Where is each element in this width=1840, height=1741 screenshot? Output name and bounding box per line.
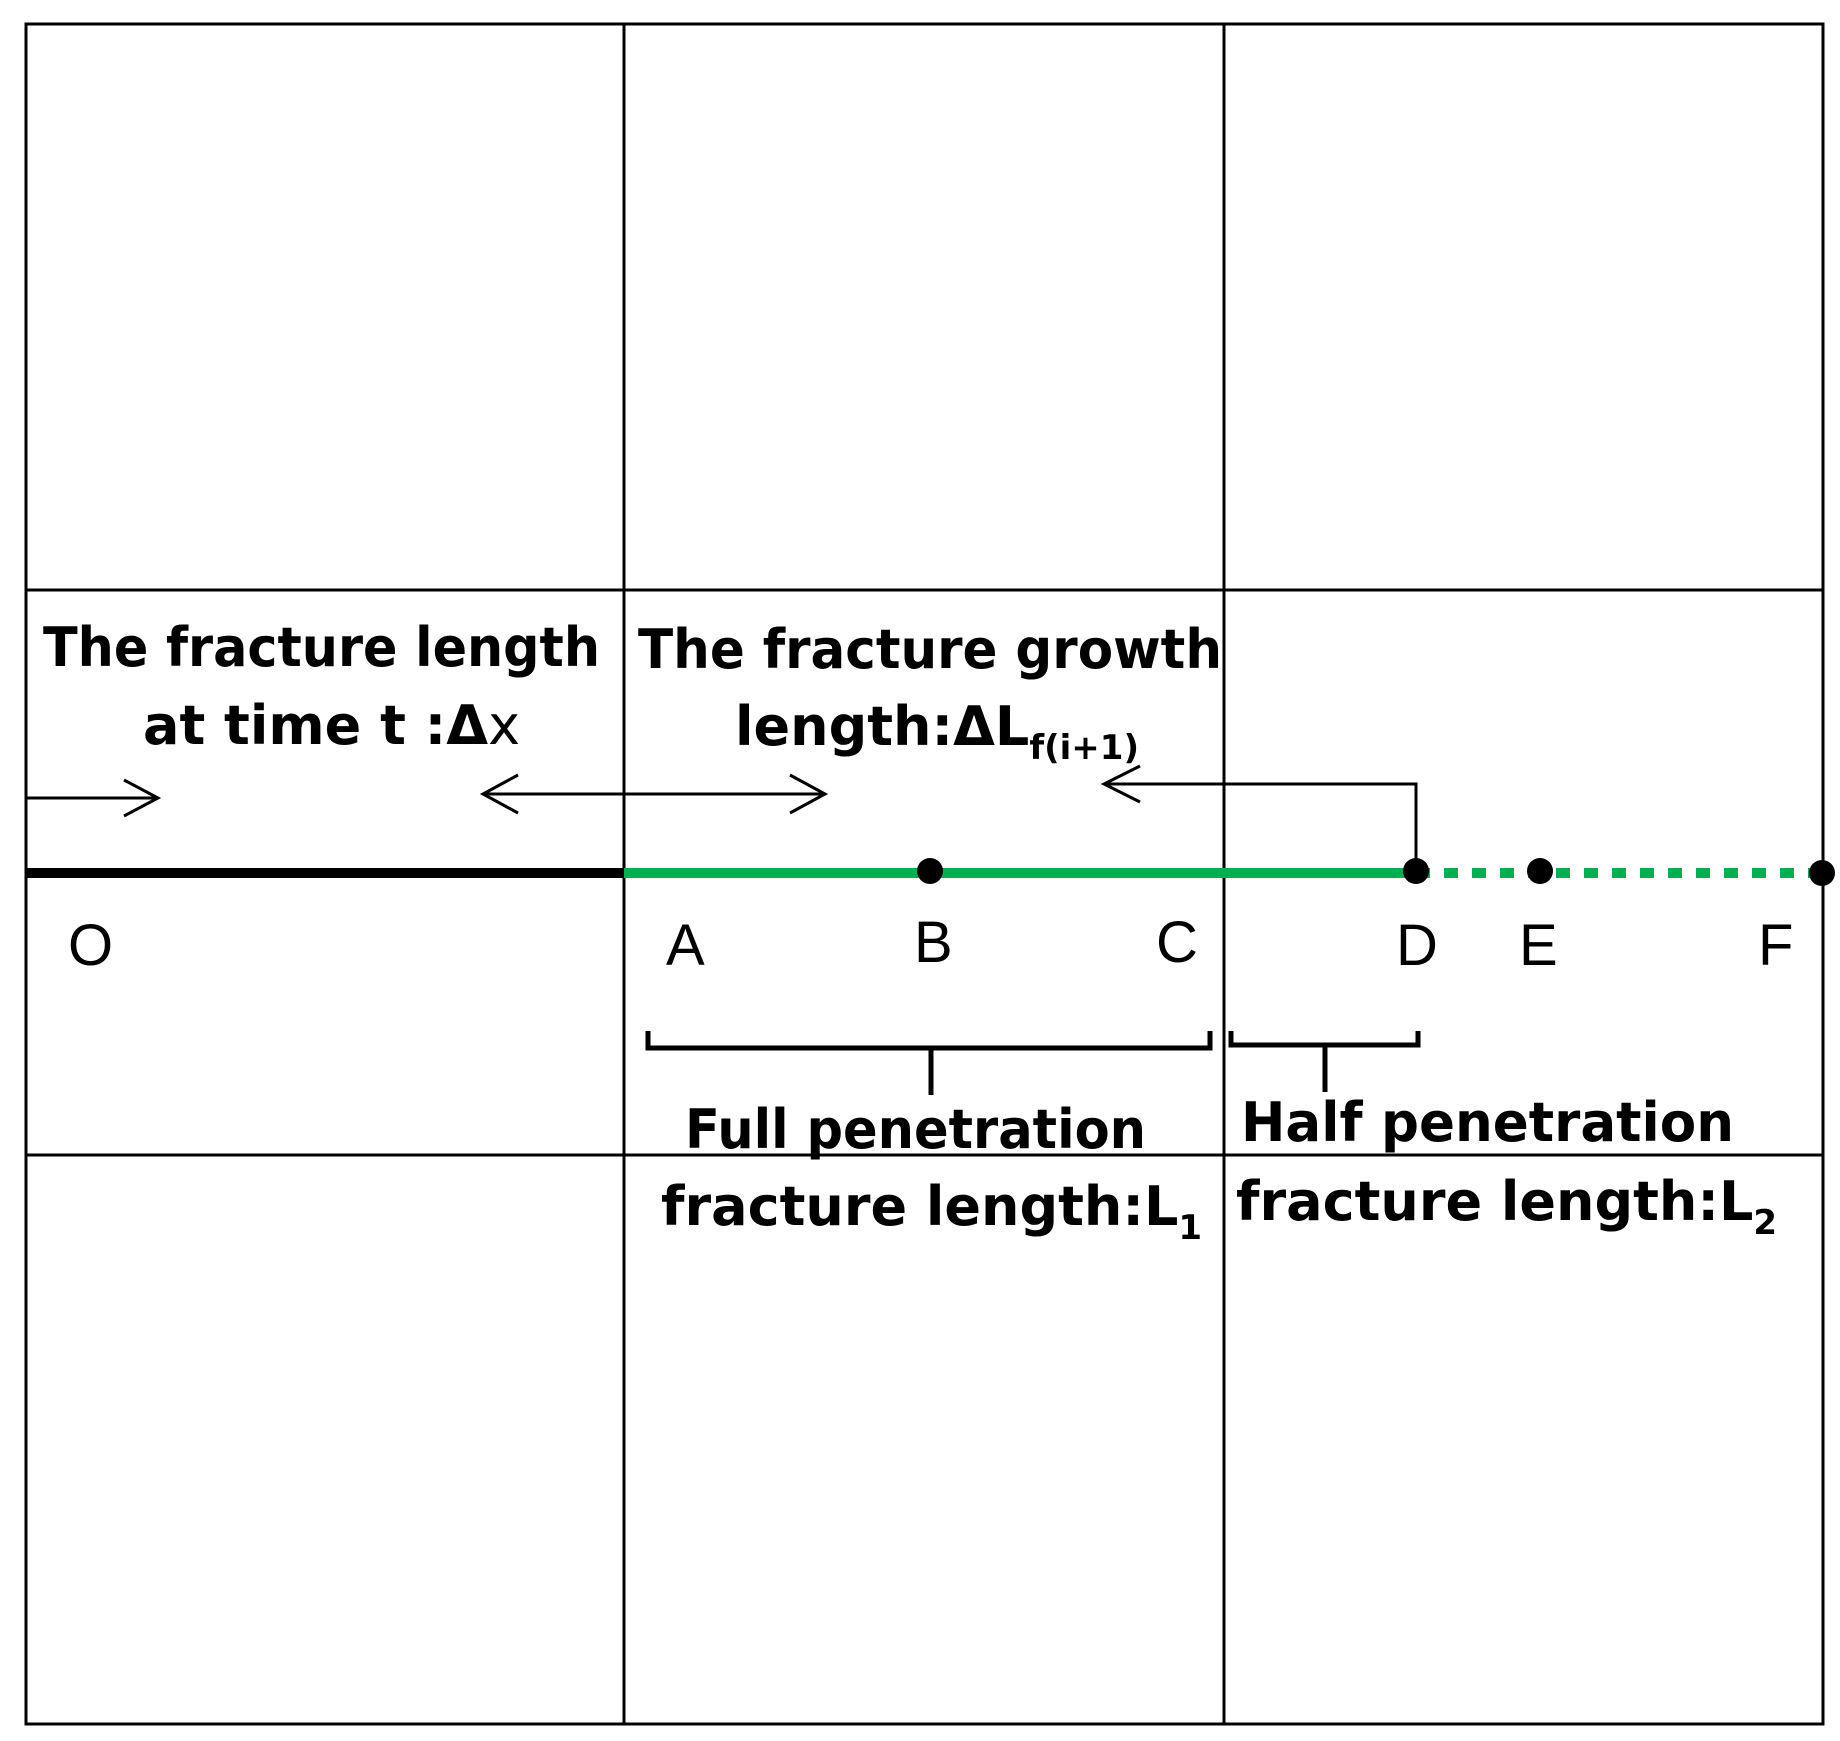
half-penetration-variable: L bbox=[1719, 1170, 1753, 1233]
growth-delta-symbol: Δ bbox=[953, 695, 995, 758]
point-d-marker bbox=[1403, 858, 1429, 884]
point-label-f: F bbox=[1758, 913, 1793, 978]
fracture-length-variable: x bbox=[488, 694, 520, 757]
point-label-e: E bbox=[1519, 913, 1558, 978]
half-penetration-subscript: 2 bbox=[1753, 1203, 1777, 1243]
arrow-right-1-head bbox=[123, 778, 162, 818]
full-penetration-brace bbox=[645, 1031, 1213, 1051]
half-penetration-brace bbox=[1228, 1031, 1421, 1048]
half-penetration-label-line2: fracture length:L2 bbox=[1236, 1170, 1777, 1243]
point-label-d: D bbox=[1396, 913, 1438, 978]
fracture-length-time-text: at time t : bbox=[143, 694, 446, 757]
point-f-marker bbox=[1809, 860, 1835, 886]
fracture-length-label-line1: The fracture length bbox=[43, 616, 600, 679]
point-label-o: O bbox=[68, 913, 113, 978]
double-arrow-right-head bbox=[789, 773, 829, 815]
full-penetration-subscript: 1 bbox=[1178, 1208, 1202, 1248]
fracture-length-delta-symbol: Δ bbox=[446, 694, 488, 757]
arrows bbox=[26, 764, 1418, 860]
half-penetration-label-line1: Half penetration bbox=[1241, 1091, 1734, 1154]
full-penetration-length-text: fracture length: bbox=[661, 1175, 1144, 1238]
growth-subscript: f(i+1) bbox=[1029, 728, 1139, 768]
d-pointer-arrow-head bbox=[1100, 764, 1141, 804]
growth-label-line1: The fracture growth bbox=[638, 618, 1222, 681]
point-label-b: B bbox=[914, 910, 953, 975]
point-label-a: A bbox=[666, 913, 705, 978]
d-pointer-arrow-shaft bbox=[1104, 782, 1418, 860]
full-penetration-label-line2: fracture length:L1 bbox=[661, 1175, 1202, 1248]
full-penetration-label-line1: Full penetration bbox=[685, 1098, 1146, 1161]
point-e-marker bbox=[1527, 858, 1553, 884]
growth-length-text: length: bbox=[735, 695, 953, 758]
growth-label-line2: length:ΔLf(i+1) bbox=[735, 695, 1139, 768]
full-penetration-variable: L bbox=[1144, 1175, 1178, 1238]
fracture-length-label-line2: at time t :Δx bbox=[143, 694, 520, 757]
point-b-marker bbox=[917, 858, 943, 884]
half-penetration-length-text: fracture length: bbox=[1236, 1170, 1719, 1233]
growth-variable: L bbox=[995, 695, 1029, 758]
double-arrow-left-head bbox=[479, 773, 519, 815]
point-label-c: C bbox=[1156, 910, 1198, 975]
braces bbox=[645, 1031, 1421, 1095]
